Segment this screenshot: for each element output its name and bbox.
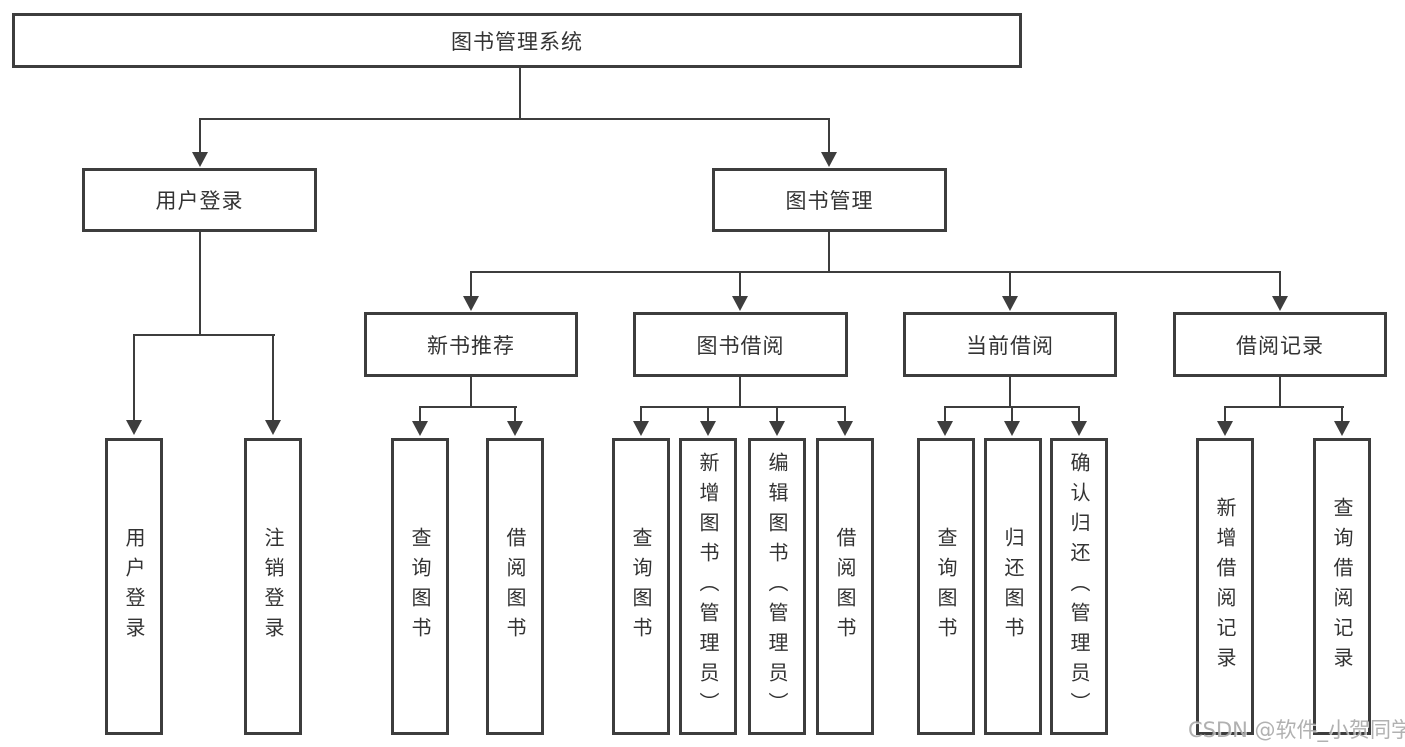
node-new-book-recommend: 新书推荐 <box>364 312 578 377</box>
edge-arrow-to-borrowing-records <box>1272 272 1288 311</box>
leaf-label: 查询借阅记录 <box>1330 496 1354 677</box>
edge-br-rail <box>1224 406 1344 408</box>
edge-arrow-to-nb-borrow <box>507 407 523 436</box>
leaf-label: 归还图书 <box>1001 526 1025 647</box>
edge-arrow-to-cb-confirm <box>1071 407 1087 436</box>
node-book-borrowing: 图书借阅 <box>633 312 848 377</box>
edge-arrow-to-leaf-logout <box>265 335 281 435</box>
node-leaf-br-query-record: 查询借阅记录 <box>1313 438 1371 735</box>
edge-arrow-to-nb-query <box>412 407 428 436</box>
edge-bb-stem <box>739 377 741 407</box>
leaf-label: 借阅图书 <box>833 526 857 647</box>
node-book-management: 图书管理 <box>712 168 947 232</box>
edge-arrow-to-bb-edit <box>769 407 785 436</box>
leaf-label: 查询图书 <box>629 526 653 647</box>
node-leaf-nb-query-books: 查询图书 <box>391 438 449 735</box>
node-user-login: 用户登录 <box>82 168 317 232</box>
edge-book-mgmt-rail <box>470 271 1281 273</box>
leaf-label: 编辑图书（管理员） <box>765 451 789 722</box>
edge-nb-rail <box>419 406 517 408</box>
edge-br-stem <box>1279 377 1281 407</box>
leaf-label: 新增借阅记录 <box>1213 496 1237 677</box>
edge-arrow-to-bb-borrow <box>837 407 853 436</box>
edge-arrow-to-br-add <box>1217 407 1233 436</box>
edge-book-mgmt-stem <box>828 232 830 272</box>
leaf-label: 借阅图书 <box>503 526 527 647</box>
node-leaf-cb-return-books: 归还图书 <box>984 438 1042 735</box>
edge-arrow-to-bb-add <box>700 407 716 436</box>
edge-arrow-to-book-borrowing <box>732 272 748 311</box>
edge-arrow-to-cb-query <box>937 407 953 436</box>
edge-root-stem <box>519 68 521 119</box>
edge-cb-stem <box>1009 377 1011 407</box>
edge-root-rail <box>199 118 830 120</box>
node-leaf-bb-borrow-books: 借阅图书 <box>816 438 874 735</box>
node-leaf-cb-confirm-return-admin: 确认归还（管理员） <box>1050 438 1108 735</box>
edge-arrow-to-new-book-recommend <box>463 272 479 311</box>
node-library-system: 图书管理系统 <box>12 13 1022 68</box>
edge-arrow-to-book-management <box>821 119 837 167</box>
leaf-label: 确认归还（管理员） <box>1067 451 1091 722</box>
edge-arrow-to-leaf-user-login <box>126 335 142 435</box>
edge-arrow-to-br-query <box>1334 407 1350 436</box>
node-current-borrowing: 当前借阅 <box>903 312 1117 377</box>
node-leaf-logout: 注销登录 <box>244 438 302 735</box>
edge-arrow-to-user-login <box>192 119 208 167</box>
edge-arrow-to-bb-query <box>633 407 649 436</box>
node-leaf-nb-borrow-books: 借阅图书 <box>486 438 544 735</box>
csdn-watermark: CSDN @软件_小贺同学 <box>1188 718 1405 742</box>
leaf-label: 注销登录 <box>261 526 285 647</box>
leaf-label: 查询图书 <box>408 526 432 647</box>
edge-nb-stem <box>470 376 472 407</box>
node-leaf-bb-add-books-admin: 新增图书（管理员） <box>679 438 737 735</box>
edge-arrow-to-current-borrowing <box>1002 272 1018 311</box>
edge-user-login-stem <box>199 232 201 335</box>
leaf-label: 新增图书（管理员） <box>696 451 720 722</box>
node-borrowing-records: 借阅记录 <box>1173 312 1387 377</box>
leaf-label: 用户登录 <box>122 526 146 647</box>
edge-bb-rail <box>640 406 846 408</box>
leaf-label: 查询图书 <box>934 526 958 647</box>
node-leaf-bb-query-books: 查询图书 <box>612 438 670 735</box>
node-leaf-cb-query-books: 查询图书 <box>917 438 975 735</box>
node-leaf-bb-edit-books-admin: 编辑图书（管理员） <box>748 438 806 735</box>
node-leaf-br-add-record: 新增借阅记录 <box>1196 438 1254 735</box>
node-leaf-user-login: 用户登录 <box>105 438 163 735</box>
edge-arrow-to-cb-return <box>1004 407 1020 436</box>
edge-user-login-rail <box>133 334 275 336</box>
